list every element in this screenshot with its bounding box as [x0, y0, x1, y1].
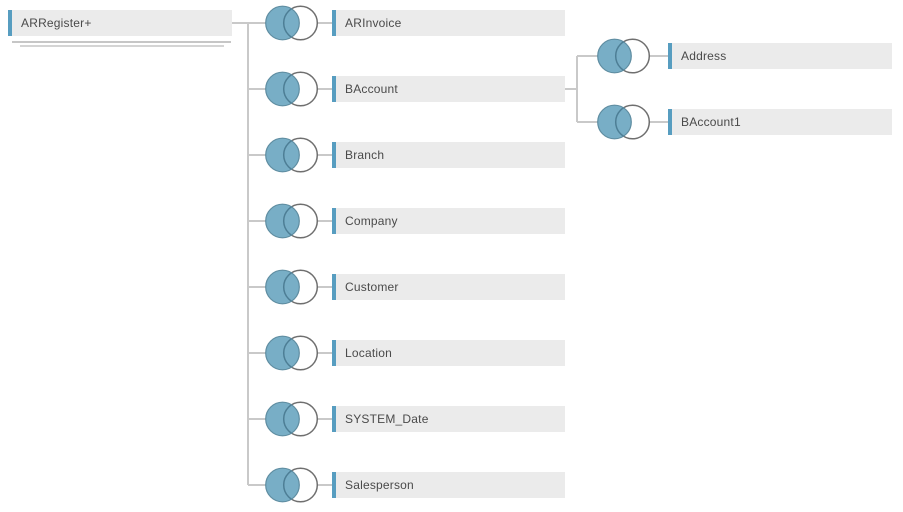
table-box-salesperson[interactable]: Salesperson [332, 472, 565, 498]
left-join-icon[interactable] [597, 38, 650, 74]
union-stacked-line-2 [20, 45, 224, 47]
left-join-icon[interactable] [265, 335, 318, 371]
left-join-icon[interactable] [265, 137, 318, 173]
table-box-location[interactable]: Location [332, 340, 565, 366]
left-join-icon[interactable] [265, 269, 318, 305]
table-label: Salesperson [345, 478, 414, 492]
left-join-icon[interactable] [265, 203, 318, 239]
table-label: Branch [345, 148, 385, 162]
table-box-system-date[interactable]: SYSTEM_Date [332, 406, 565, 432]
table-box-company[interactable]: Company [332, 208, 565, 234]
table-accent-bar [332, 10, 336, 36]
left-join-icon[interactable] [265, 401, 318, 437]
table-box-baccount[interactable]: BAccount [332, 76, 565, 102]
table-box-address[interactable]: Address [668, 43, 892, 69]
table-box-branch[interactable]: Branch [332, 142, 565, 168]
table-accent-bar [332, 208, 336, 234]
root-table-box[interactable]: ARRegister+ [8, 10, 232, 36]
table-accent-bar [332, 142, 336, 168]
table-box-customer[interactable]: Customer [332, 274, 565, 300]
table-accent-bar [332, 406, 336, 432]
table-label: BAccount1 [681, 115, 741, 129]
left-join-icon[interactable] [265, 467, 318, 503]
table-box-baccount1[interactable]: BAccount1 [668, 109, 892, 135]
table-label: Company [345, 214, 398, 228]
union-stacked-line-1 [12, 41, 231, 43]
left-join-icon[interactable] [597, 104, 650, 140]
left-join-icon[interactable] [265, 5, 318, 41]
table-accent-bar [332, 472, 336, 498]
table-accent-bar [332, 76, 336, 102]
root-table-label: ARRegister+ [21, 16, 92, 30]
table-label: BAccount [345, 82, 398, 96]
table-label: Location [345, 346, 392, 360]
table-label: SYSTEM_Date [345, 412, 429, 426]
table-box-arinvoice[interactable]: ARInvoice [332, 10, 565, 36]
left-join-icon[interactable] [265, 71, 318, 107]
table-accent-bar [668, 43, 672, 69]
table-accent-bar [8, 10, 12, 36]
table-accent-bar [668, 109, 672, 135]
table-label: Address [681, 49, 727, 63]
table-label: Customer [345, 280, 399, 294]
table-accent-bar [332, 274, 336, 300]
table-accent-bar [332, 340, 336, 366]
table-label: ARInvoice [345, 16, 402, 30]
